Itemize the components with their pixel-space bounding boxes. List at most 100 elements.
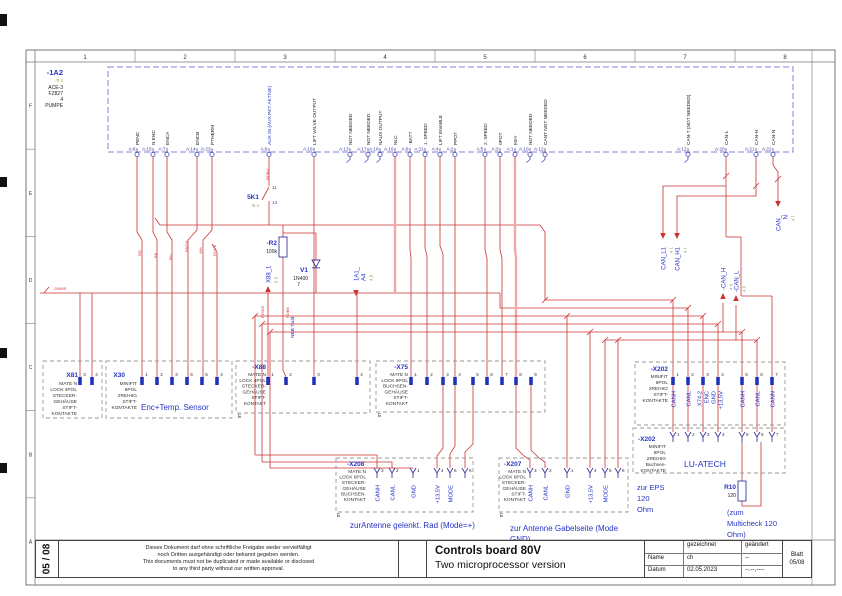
connector-pin-number: 4 [458,372,461,377]
wire-color-label: NEB Tiald [290,316,296,338]
device-pin-number: A:7 [159,147,166,152]
connector-pin-number: 4 [441,468,444,473]
rev-row-name: Name [645,553,683,565]
connector-desc: MATE N [59,381,77,387]
connector-ref: -X208 [347,461,365,468]
connector-pin-number: 1 [271,372,274,377]
rev-name-drawn: ch [683,553,741,565]
connector-desc: STIFT- [251,395,266,401]
device-pin [482,151,488,157]
wire [282,293,287,378]
connector-desc: MATE N [390,372,408,378]
connector-desc: KONTAKTE [52,411,78,417]
connector-desc: STECKER- [53,393,78,399]
connector-desc: 8POL [656,380,669,386]
net-arrow-down [353,290,359,296]
connector-pin-number: 2 [289,372,292,377]
ruler-column-number: 3 [283,55,287,61]
device-pin-number: A:5 [477,147,484,152]
connector-pin-number: 2 [430,372,433,377]
wire-color-label: WH [198,247,203,254]
net-xref: 4.8 [369,274,374,281]
connector-desc: STIFT- [62,405,77,411]
device-pin-number: A:9 [402,147,409,152]
pin-signal-label: GND [711,391,717,404]
connector-desc: STECKER- [342,480,367,486]
connector-desc: STIFT- [511,491,526,497]
pin-signal-label: CANH [740,391,746,407]
resistor-value: 120 [728,493,737,499]
pin-signal-label: GND [411,485,417,498]
net-label: X88_1 [267,265,273,283]
wire-color-label: RDBK [285,307,290,318]
connector-pin [740,377,744,385]
connector-pin [78,377,82,385]
wire [676,155,757,233]
device-pin-signal: PPOT [453,132,459,145]
junction-tick [738,328,746,336]
junction-tick [699,312,707,320]
device-pin-number: A:6 [261,147,268,152]
connector-pin [770,377,774,385]
drawing-subtitle: Two microprocessor version [435,559,566,571]
device-pin-signal: PTHERM [210,125,216,145]
sheet-number: 05/08 [789,560,805,566]
disclaimer-line: This documents must not be duplicated or… [142,559,315,565]
wire [152,155,158,377]
title-block-spacer [399,541,427,577]
pin-signal-label: CANL [543,484,549,500]
connector-e-mark: E [337,513,341,519]
connector-desc: STIFT- [122,399,137,405]
pin-signal-label: ENC [704,391,710,403]
device-pin-number: A:3 [492,147,499,152]
connector-pin [284,377,288,385]
title-block: 05 / 08 Dieses Dokument darf ohne schrif… [35,540,812,578]
device-pin-signal: LIFT VALVE OUTPUT [312,98,318,145]
wire [43,286,50,294]
connector-desc: GEHÄUSE [54,398,77,405]
junction-tick [586,328,594,336]
connector-desc: MATE N [348,469,366,475]
diode-symbol [311,259,321,268]
ruler-column-number: 8 [783,55,787,61]
device-pin [266,151,272,157]
device-pin-number: A:23 [201,147,211,152]
pin-signal-label: GND [565,485,571,498]
unused-pin-hook [526,157,531,163]
wire [662,185,726,233]
connector-pin-fork [699,431,707,438]
connector-pin-number: 4 [220,372,223,377]
connector-pin-number: 2 [160,372,163,377]
connector-pin-number: 5 [205,372,208,377]
wire [166,155,173,377]
device-pin-signal: AUX IN (AUX PKT AKTIVE) [267,86,273,145]
wire [136,155,143,377]
printer-mark [0,177,7,187]
net-label: A4 [362,273,368,281]
net-label: CAN_ [777,214,783,231]
connector-pin-fork [614,467,622,474]
note-text: Enc+Temp. Sensor [141,403,209,412]
connector-pin-fork [446,467,454,474]
connector-pin-fork [541,467,549,474]
device-pin-signal: NAUX OUTPUT [378,111,384,145]
device-desc: ACE-3 [48,85,63,91]
resistor-ref: -R2 [267,240,278,247]
pin-signal-label: MODE [603,485,609,503]
connector-desc: LOCK 9POL [381,378,408,384]
pin-signal-label: MODE [448,485,454,503]
doc-number-cell: 05 / 08 [36,541,59,577]
connector-desc: 2REIHIG [647,456,666,462]
doc-number: 05 / 08 [41,543,53,575]
connector-pin-number: 7 [505,372,508,377]
connector-pin [170,377,174,385]
device-pin [770,151,776,157]
device-pin-signal: NOT NEEDED [348,113,354,145]
relay-pin-number: 14 [272,200,278,205]
connector-desc: STECKER- [242,384,267,390]
wire [202,155,213,377]
ruler-column-number: 2 [183,55,187,61]
connector-pin-number: 3 [83,372,86,377]
device-pin-signal: LIFT ENABLE [438,115,444,145]
